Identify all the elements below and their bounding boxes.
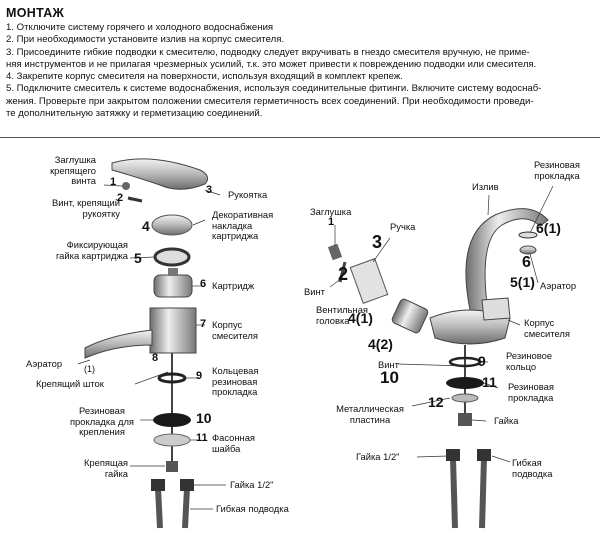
left-washer xyxy=(153,433,191,447)
left-handle-lever xyxy=(111,158,209,190)
label-r-gaika-half: Гайка 1/2" xyxy=(356,451,400,462)
page-title: МОНТАЖ xyxy=(6,6,65,20)
right-plate xyxy=(451,393,479,403)
label-r-ventil: Вентильная головка xyxy=(316,304,368,326)
left-spout xyxy=(84,329,153,359)
label-r-vint2: Винт xyxy=(378,359,399,370)
section-divider xyxy=(0,137,600,138)
label-r-aerator: Аэратор xyxy=(540,280,577,291)
label-shtok: Крепящий шток xyxy=(36,378,104,389)
num-10: 10 xyxy=(196,410,212,426)
left-nut-ring xyxy=(153,247,191,267)
label-r-rez-prokl: Резиновая прокладка xyxy=(508,381,554,403)
label-aerator: Аэратор xyxy=(26,358,63,369)
left-rubber-gasket xyxy=(153,413,191,427)
num-2: 2 xyxy=(117,192,124,204)
step-4: 4. Закрепите корпус смесителя на поверхн… xyxy=(6,71,403,83)
left-screw xyxy=(127,196,143,203)
label-r-izliv: Излив xyxy=(472,181,499,192)
r-num-3: 3 xyxy=(372,232,383,252)
label-r-koltso: Резиновое кольцо xyxy=(506,350,553,372)
label-korpus: Корпус смесителя xyxy=(212,319,258,341)
label-podvodka: Гибкая подводка xyxy=(216,503,289,514)
right-spout xyxy=(465,208,549,313)
left-cartridge xyxy=(153,274,193,298)
r-num-9: 9 xyxy=(478,353,486,369)
r-num-4-1: 4(1) xyxy=(348,310,373,326)
left-fix-nut xyxy=(166,461,178,472)
num-3: 3 xyxy=(206,184,213,196)
num-11: 11 xyxy=(196,432,208,444)
num-6: 6 xyxy=(200,278,207,290)
right-valve xyxy=(391,298,429,334)
label-r-vint: Винт xyxy=(304,286,325,297)
num-9: 9 xyxy=(196,370,203,382)
assembly-diagram xyxy=(77,158,554,529)
step-2: 2. При необходимости установите излив на… xyxy=(6,34,285,46)
right-aerator xyxy=(519,245,537,255)
label-r-podvodka: Гибкая подводка xyxy=(512,457,553,479)
instructions: 1. Отключите систему горячего и холодног… xyxy=(6,22,596,120)
label-r-plastina: Металлическая пластина xyxy=(336,403,404,425)
label-r-ruchka: Ручка xyxy=(390,221,416,232)
r-num-12: 12 xyxy=(428,394,444,410)
label-kartridzh: Картридж xyxy=(212,280,255,291)
right-hose-2 xyxy=(479,457,487,529)
r-num-1: 1 xyxy=(328,216,335,228)
label-koltsevaya: Кольцевая резиновая прокладка xyxy=(212,365,259,397)
label-vint: Винт, крепящий рукоятку xyxy=(52,197,120,219)
right-cap xyxy=(327,243,343,261)
r-num-2: 2 xyxy=(338,264,349,284)
left-body xyxy=(149,307,197,354)
r-num-6-1: 6(1) xyxy=(536,220,561,236)
right-hose-1 xyxy=(450,457,458,529)
label-gaika-half: Гайка 1/2" xyxy=(230,479,274,490)
left-hose-1 xyxy=(155,487,163,529)
r-num-4-2: 4(2) xyxy=(368,336,393,352)
right-top-gasket xyxy=(518,231,538,239)
label-krep-gaika: Крепящая гайка xyxy=(83,457,128,479)
label-r-gaika: Гайка xyxy=(494,415,519,426)
label-gaika-kartridzha: Фиксирующая гайка картриджа xyxy=(55,239,128,261)
label-r-zaglushka: Заглушка xyxy=(310,206,352,217)
label-r-korpus: Корпус смесителя xyxy=(524,317,570,339)
left-screw-cap xyxy=(122,182,130,190)
label-shaiba: Фасонная шайба xyxy=(212,432,255,454)
num-1: 1 xyxy=(110,176,117,188)
right-handle-r xyxy=(481,297,511,321)
left-hose-2 xyxy=(182,487,190,529)
num-7b: (1) xyxy=(84,364,95,374)
num-7: 7 xyxy=(200,318,207,330)
right-handle xyxy=(349,258,389,304)
label-nakladka: Декоративная накладка картриджа xyxy=(212,209,274,241)
r-num-10: 10 xyxy=(380,368,399,387)
step-5: 5. Подключите смеситель к системе водосн… xyxy=(6,83,542,120)
num-8: 8 xyxy=(152,352,159,364)
r-num-11: 11 xyxy=(482,374,497,390)
label-rez-prokladka: Резиновая прокладка для крепления xyxy=(69,405,134,437)
right-rubber-gasket xyxy=(446,377,484,389)
left-cover xyxy=(151,214,193,236)
label-r-rez-top: Резиновая прокладка xyxy=(534,159,580,181)
step-3: 3. Присоедините гибкие подводки к смесит… xyxy=(6,46,537,70)
r-num-5-1: 5(1) xyxy=(510,274,535,290)
label-zaglushka: Заглушка крепящего винта xyxy=(50,154,96,186)
step-1: 1. Отключите систему горячего и холодног… xyxy=(6,22,274,33)
num-4: 4 xyxy=(142,218,150,234)
r-num-6: 6 xyxy=(522,254,531,271)
right-nut xyxy=(458,413,472,426)
num-5: 5 xyxy=(134,250,142,266)
label-rukoyatka: Рукоятка xyxy=(228,189,268,200)
